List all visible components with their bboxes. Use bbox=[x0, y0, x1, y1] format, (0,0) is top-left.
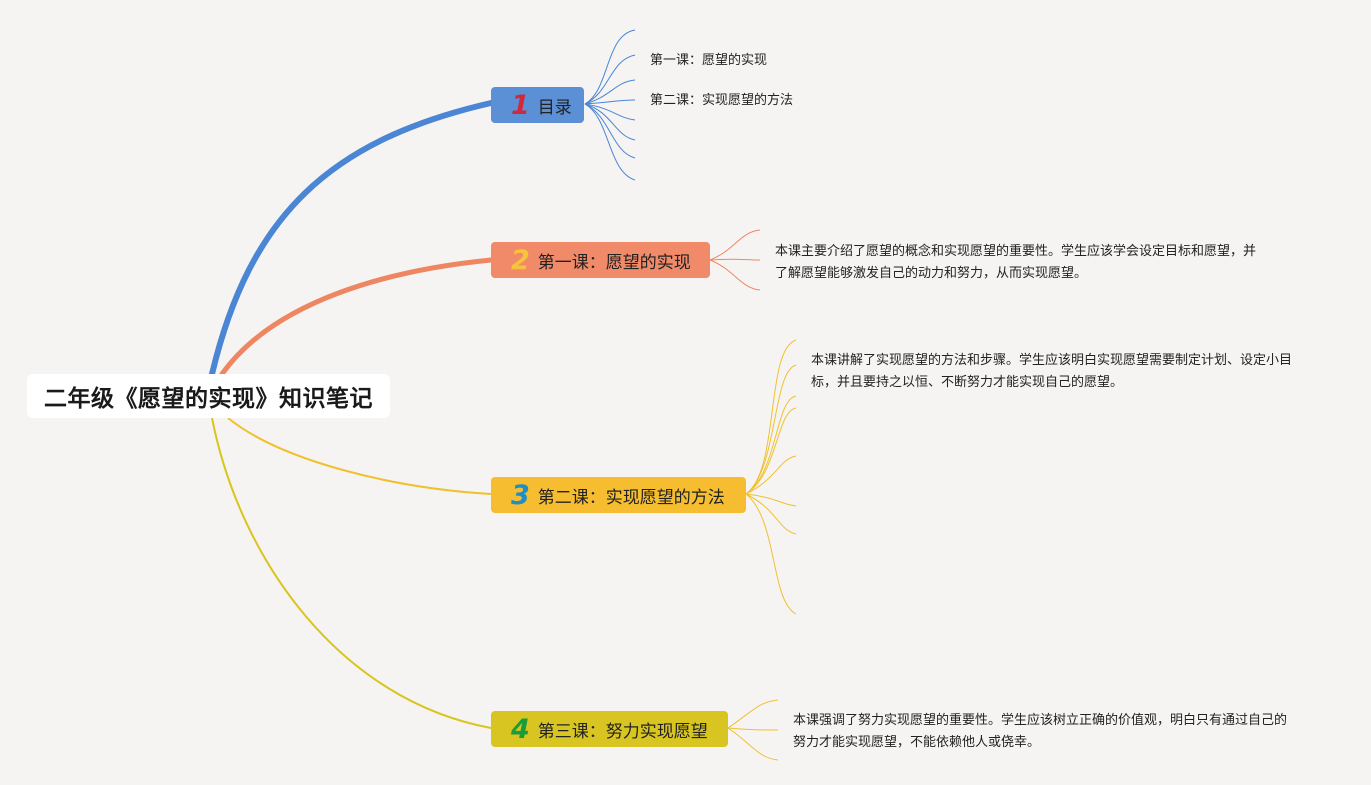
topic-label-3: 第二课：实现愿望的方法 bbox=[537, 487, 725, 508]
leaf-lines-3 bbox=[745, 339, 797, 615]
topic-label-1: 目录 bbox=[537, 97, 572, 118]
leaf-lines-4 bbox=[727, 699, 779, 761]
branch-line-4 bbox=[211, 417, 492, 729]
branch-line-1 bbox=[209, 100, 494, 377]
leaf-lines-1 bbox=[584, 29, 636, 181]
topic-number-4: 4 bbox=[511, 713, 530, 745]
leaf-note[interactable]: 本课主要介绍了愿望的概念和实现愿望的重要性。学生应该学会设定目标和愿望，并了解愿… bbox=[775, 244, 1257, 281]
topic-label-4: 第三课：努力实现愿望 bbox=[537, 721, 708, 742]
central-topic[interactable]: 二年级《愿望的实现》知识笔记 bbox=[27, 374, 390, 418]
leaf-item[interactable]: 第二课：实现愿望的方法 bbox=[650, 93, 794, 108]
topic-number-2: 2 bbox=[511, 244, 530, 276]
topic-4[interactable]: 4 第三课：努力实现愿望 bbox=[491, 711, 728, 747]
leaf-note[interactable]: 本课强调了努力实现愿望的重要性。学生应该树立正确的价值观，明白只有通过自己的努力… bbox=[793, 713, 1288, 750]
branch-line-2 bbox=[219, 257, 494, 377]
topic-number-3: 3 bbox=[511, 479, 530, 511]
topic-label-2: 第一课：愿望的实现 bbox=[537, 252, 691, 273]
leaf-item[interactable]: 第一课：愿望的实现 bbox=[650, 53, 768, 68]
central-topic-label: 二年级《愿望的实现》知识笔记 bbox=[44, 386, 373, 412]
branch-line-3 bbox=[227, 417, 492, 495]
leaf-note[interactable]: 本课讲解了实现愿望的方法和步骤。学生应该明白实现愿望需要制定计划、设定小目标，并… bbox=[811, 353, 1293, 390]
topic-1[interactable]: 1 目录 bbox=[491, 87, 584, 123]
topic-3[interactable]: 3 第二课：实现愿望的方法 bbox=[491, 477, 746, 513]
topic-2[interactable]: 2 第一课：愿望的实现 bbox=[491, 242, 710, 278]
topic-number-1: 1 bbox=[511, 89, 530, 121]
leaf-lines-2 bbox=[709, 229, 761, 291]
